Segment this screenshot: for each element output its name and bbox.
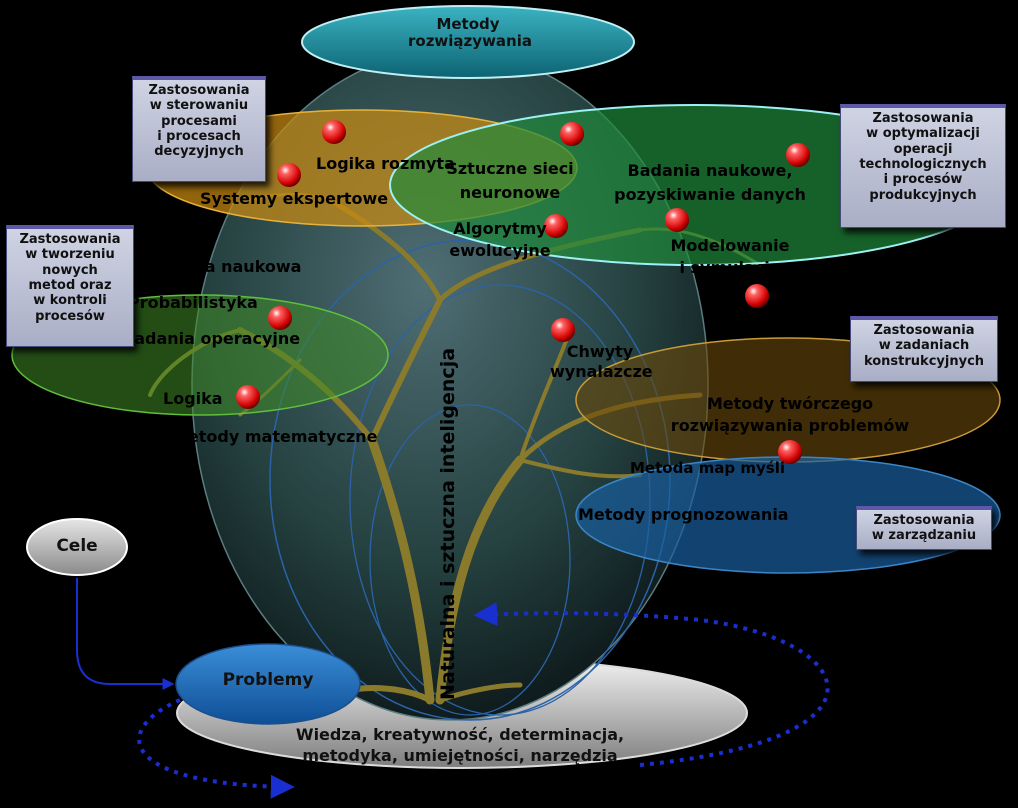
app-sterowanie-line-1: w sterowaniu [149,98,249,114]
title-ellipse [301,5,635,79]
app-tworzenie-line-0: Zastosowania [19,232,121,247]
app-tworzenie-line-1: w tworzeniu [25,247,115,263]
ball-tworcze [778,440,802,464]
title-text: Metody rozwiązywania [408,15,532,50]
app-optymalizacja-line-5: produkcyjnych [869,187,977,203]
label-algorytmy-1: Algorytmy [453,219,547,238]
label-badania-naukowe: Badania naukowe, pozyskiwanie danych [610,162,810,204]
label-sztuczne-sieci: Sztuczne sieci neuronowe [440,160,580,202]
app-optymalizacja-line-2: operacji [893,141,953,157]
app-box-konstrukcje: Zastosowania w zadaniach konstrukcyjnych [850,316,998,382]
cele-label: Cele [56,536,98,556]
label-badania-2: pozyskiwanie danych [614,184,806,204]
label-chwyty-2: wynalazcze [550,361,653,381]
base-text: Wiedza, kreatywność, determinacja, metod… [240,726,680,765]
label-logika: Logika [163,389,223,408]
ball-badania-naukowe [786,143,810,167]
app-box-optymalizacja: Zastosowania w optymalizacji operacji te… [840,104,1006,228]
app-tworzenie-line-5: procesów [35,308,105,324]
app-sterowanie-line-4: decyzyjnych [154,144,244,160]
ball-chwyty [551,318,575,342]
app-box-zarzadzanie: Zastosowania w zarządzaniu [856,506,992,550]
ball-systemy-ekspertowe [277,163,301,187]
app-zarzadzanie-line-1: w zarządzaniu [871,528,977,544]
label-algorytmy: Algorytmy ewolucyjne [440,220,560,260]
problemy-label: Problemy [222,670,314,690]
ball-algorytmy [544,214,568,238]
label-sztuczne-sieci-2: neuronowe [459,182,561,202]
label-chwyty: Chwyty wynalazcze [550,342,653,381]
label-badania-operacyjne: Badania operacyjne [122,329,301,348]
app-sterowanie-line-2: procesami [161,113,237,129]
ball-probabilistyka [268,306,292,330]
app-konstrukcje-line-2: konstrukcyjnych [863,353,985,369]
label-logika-rozmyta: Logika rozmyta [316,154,455,173]
label-metody-prognozowania: Metody prognozowania [578,505,789,524]
title-label: Metody rozwiązywania [378,16,558,50]
label-sztuczne-sieci-1: Sztuczne sieci [446,159,574,178]
app-konstrukcje-line-1: w zadaniach [878,338,970,354]
label-probabilistyka: Probabilistyka [128,293,258,312]
label-tworcze-2: rozwiązywania problemów [670,415,910,435]
problemy-ellipse [175,643,361,725]
base-line-1: Wiedza, kreatywność, determinacja, [295,725,625,744]
ball-pozyskiwanie [665,208,689,232]
red-balls [236,120,810,464]
cele-to-problemy-arrow [76,578,175,690]
app-sterowanie-line-0: Zastosowania [148,83,250,98]
app-optymalizacja-line-0: Zastosowania [872,111,974,126]
label-metoda-map-mysli: Metoda map myśli [630,459,785,477]
app-optymalizacja-line-1: w optymalizacji [866,126,980,142]
app-box-tworzenie: Zastosowania w tworzeniu nowych metod or… [6,225,134,347]
app-tworzenie-line-2: nowych [42,262,98,278]
label-metody-matematyczne: Metody matematyczne [172,427,378,446]
app-sterowanie-line-3: i procesach [157,128,241,144]
ball-logika-rozmyta [322,120,346,144]
central-label: Naturalna i sztuczna inteligencja [437,347,459,700]
app-konstrukcje-line-0: Zastosowania [873,323,975,338]
app-optymalizacja-line-4: i procesów [883,172,963,188]
label-algorytmy-2: ewolucyjne [449,240,551,260]
label-systemy-ekspertowe: Systemy ekspertowe [200,189,389,208]
base-line-2: metodyka, umiejętności, narzędzia [302,745,618,765]
app-zarzadzanie-line-0: Zastosowania [873,513,975,528]
app-box-sterowanie: Zastosowania w sterowaniu procesami i pr… [132,76,266,182]
cele-ellipse [26,518,128,576]
app-optymalizacja-line-3: technologicznych [859,156,987,172]
label-tworcze-1: Metody twórczego [706,394,874,413]
label-modelowanie-2: i symulacja [679,257,781,277]
label-chwyty-1: Chwyty [566,342,634,361]
app-tworzenie-line-4: w kontroli [33,293,107,309]
label-modelowanie-1: Modelowanie [670,236,790,255]
ball-sztuczne-sieci [560,122,584,146]
ball-logika [236,385,260,409]
app-tworzenie-line-3: metod oraz [28,277,112,293]
label-modelowanie: Modelowanie i symulacja [660,237,800,277]
label-wiedza-naukowa: Wiedza naukowa [150,257,302,276]
ball-modelowanie [745,284,769,308]
label-metody-tworczego: Metody twórczego rozwiązywania problemów [670,395,910,435]
label-badania-1: Badania naukowe, [627,161,793,180]
sphere-meridian-3 [369,404,571,716]
